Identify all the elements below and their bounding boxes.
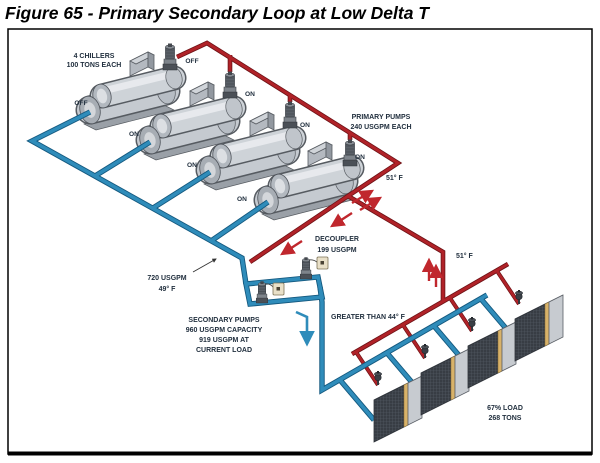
- chiller-status-2: ON: [129, 131, 139, 138]
- ahu-valve-branches: [354, 270, 521, 386]
- flow-arrow: [329, 211, 353, 228]
- primary-pump-status-1: OFF: [185, 58, 198, 65]
- secondary-pumps-label-line1: SECONDARY PUMPS: [188, 317, 260, 324]
- flow-arrow: [279, 239, 303, 256]
- primary-pump-status-4: ON: [355, 154, 365, 161]
- load-label-line1: 67% LOAD: [487, 405, 523, 412]
- secondary-supply: [318, 286, 517, 422]
- decoupler-label-line2: 199 USGPM: [317, 247, 356, 254]
- flow-arrow: [359, 196, 383, 212]
- supply-flow-label-line1: 720 USGPM: [147, 275, 186, 282]
- chiller-status-1: OFF: [74, 100, 87, 107]
- decoupler-label-line1: DECOUPLER: [315, 236, 359, 243]
- return-water-piping: [176, 40, 521, 387]
- primary-pumps-label-line2: 240 USGPM EACH: [350, 124, 411, 131]
- vfd-box-2: [316, 256, 329, 270]
- chillers-label-line1: 4 CHILLERS: [74, 53, 115, 60]
- primary-pump-status-2: ON: [245, 91, 255, 98]
- load-label-line2: 268 TONS: [489, 415, 522, 422]
- supply-header: [28, 110, 270, 285]
- vfd-box-1: [272, 282, 285, 296]
- return-header: [176, 41, 401, 264]
- secondary-supply-temp-label: GREATER THAN 44° F: [331, 313, 406, 321]
- ahu-return-header: [351, 262, 509, 356]
- secondary-pumps-label-line4: CURRENT LOAD: [196, 347, 252, 354]
- return-riser: [347, 194, 445, 301]
- return-temp-upper: 51° F: [386, 174, 404, 182]
- flow-arrow-supply-down: [295, 310, 315, 347]
- chiller-status-3: ON: [187, 162, 197, 169]
- flow-arrow: [351, 189, 375, 205]
- chiller-status-4: ON: [237, 196, 247, 203]
- supply-label-leader-arrow: [192, 258, 217, 273]
- primary-pump-status-3: ON: [300, 122, 310, 129]
- chilled-water-piping: [26, 109, 518, 422]
- page-title: Figure 65 - Primary Secondary Loop at Lo…: [5, 3, 430, 23]
- return-temp-lower: 51° F: [456, 252, 474, 260]
- pump-risers: [228, 55, 352, 140]
- secondary-pump-loop: [243, 275, 325, 306]
- return-flow-arrows: [279, 189, 444, 287]
- chillers-label-line2: 100 TONS EACH: [67, 62, 122, 69]
- secondary-pumps-label-line2: 960 USGPM CAPACITY: [186, 327, 263, 334]
- secondary-pumps-label-line3: 919 USGPM AT: [199, 337, 250, 344]
- supply-flow-label-line2: 49° F: [159, 285, 177, 293]
- labels: 4 CHILLERS 100 TONS EACH OFF ON ON ON OF…: [67, 53, 523, 422]
- primary-pumps-label-line1: PRIMARY PUMPS: [352, 114, 411, 121]
